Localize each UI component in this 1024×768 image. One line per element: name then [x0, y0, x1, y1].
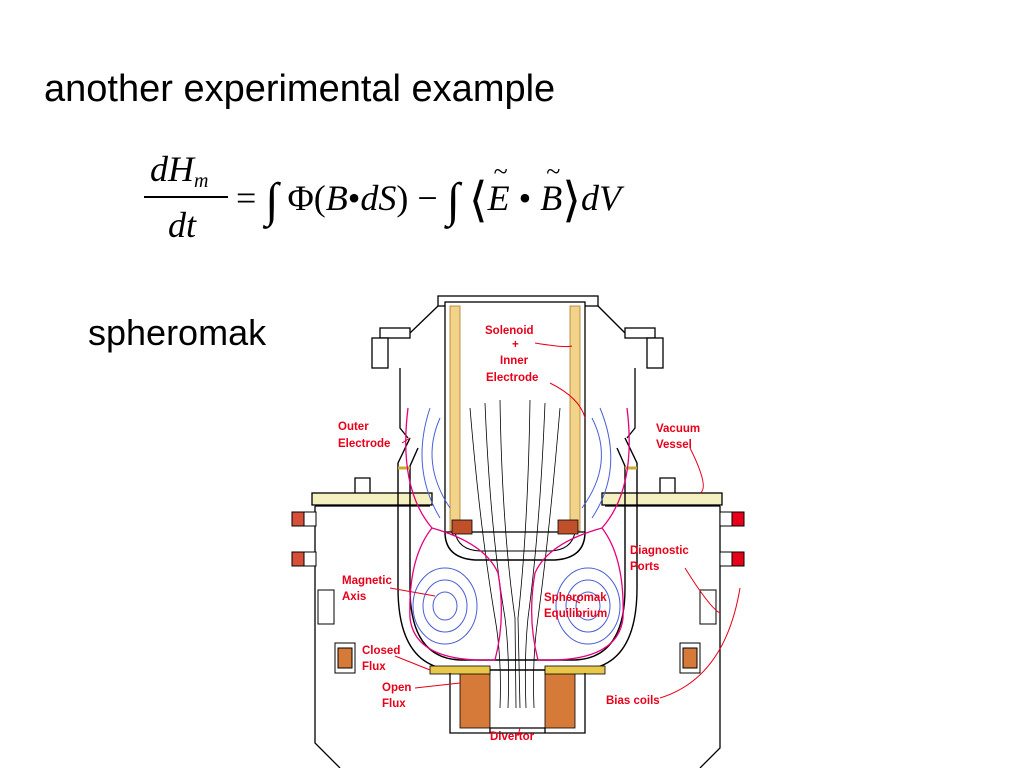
- ds-term: dS: [360, 178, 397, 218]
- callout-leaders: [389, 342, 741, 737]
- callout-magnetic-axis-1: Magnetic: [342, 575, 392, 587]
- close-paren: ): [396, 178, 409, 218]
- flux-surfaces: [412, 407, 621, 645]
- dot-operator-2: •: [518, 178, 532, 218]
- equation-rhs: = ∫ Φ(B•dS) − ∫ ⟨E • B⟩dV: [236, 157, 621, 228]
- diagram-callouts: Solenoid + Inner Electrode Outer Electro…: [338, 325, 700, 743]
- e-tilde-term: E: [488, 157, 510, 219]
- solenoid-inner-electrode: [444, 301, 586, 561]
- top-flange: [371, 295, 664, 439]
- callout-magnetic-axis-2: Axis: [342, 591, 366, 603]
- integral-sign-2: ∫: [446, 174, 460, 227]
- phi-term: Φ(: [287, 178, 326, 218]
- separatrix: [405, 407, 630, 661]
- bias-coils: [429, 665, 606, 729]
- callout-divertor: Divertor: [490, 731, 535, 743]
- open-flux-lines: [469, 399, 561, 709]
- callout-solenoid-3: Inner: [500, 355, 529, 367]
- fraction-bar: [144, 196, 228, 198]
- numerator-text: dH: [150, 149, 194, 189]
- dot-operator-1: •: [347, 178, 361, 218]
- callout-outer-electrode-2: Electrode: [338, 438, 390, 450]
- callout-solenoid-4: Electrode: [486, 372, 538, 384]
- fraction-numerator: dHm: [150, 148, 238, 193]
- callout-open-flux-2: Flux: [382, 698, 406, 710]
- callout-equilibrium-2: Equilibrium: [544, 608, 607, 620]
- fraction-denominator: dt: [168, 205, 197, 245]
- callout-solenoid-2: +: [512, 339, 519, 351]
- integral-sign-1: ∫: [265, 174, 279, 227]
- vacuum-vessel-outline: [311, 477, 723, 768]
- callout-vacuum-vessel-1: Vacuum: [656, 423, 700, 435]
- spheromak-label: spheromak: [88, 312, 267, 353]
- dv-term: dV: [580, 178, 621, 218]
- callout-vacuum-vessel-2: Vessel: [656, 439, 692, 451]
- callout-open-flux-1: Open: [382, 682, 411, 694]
- equals-sign: =: [236, 178, 257, 218]
- divertor: [449, 673, 586, 734]
- close-angle-bracket: ⟩: [562, 174, 581, 227]
- numerator-subscript: m: [194, 170, 209, 192]
- open-angle-bracket: ⟨: [468, 174, 488, 227]
- b-term: B: [325, 178, 348, 218]
- callout-equilibrium-1: Spheromak: [544, 592, 607, 604]
- spheromak-experiment-diagram: Solenoid + Inner Electrode Outer Electro…: [291, 295, 745, 768]
- b-tilde-term: B: [540, 157, 562, 219]
- callout-diagnostic-ports-2: Ports: [630, 561, 659, 573]
- callout-solenoid-1: Solenoid: [485, 325, 534, 337]
- callout-outer-electrode-1: Outer: [338, 421, 369, 433]
- slide-title: another experimental example: [44, 68, 556, 110]
- callout-diagnostic-ports-1: Diagnostic: [630, 545, 689, 557]
- minus-sign: −: [417, 178, 438, 218]
- callout-closed-flux-1: Closed: [362, 645, 400, 657]
- callout-bias-coils: Bias coils: [606, 695, 660, 707]
- callout-closed-flux-2: Flux: [362, 661, 386, 673]
- diagnostic-ports: [291, 511, 745, 674]
